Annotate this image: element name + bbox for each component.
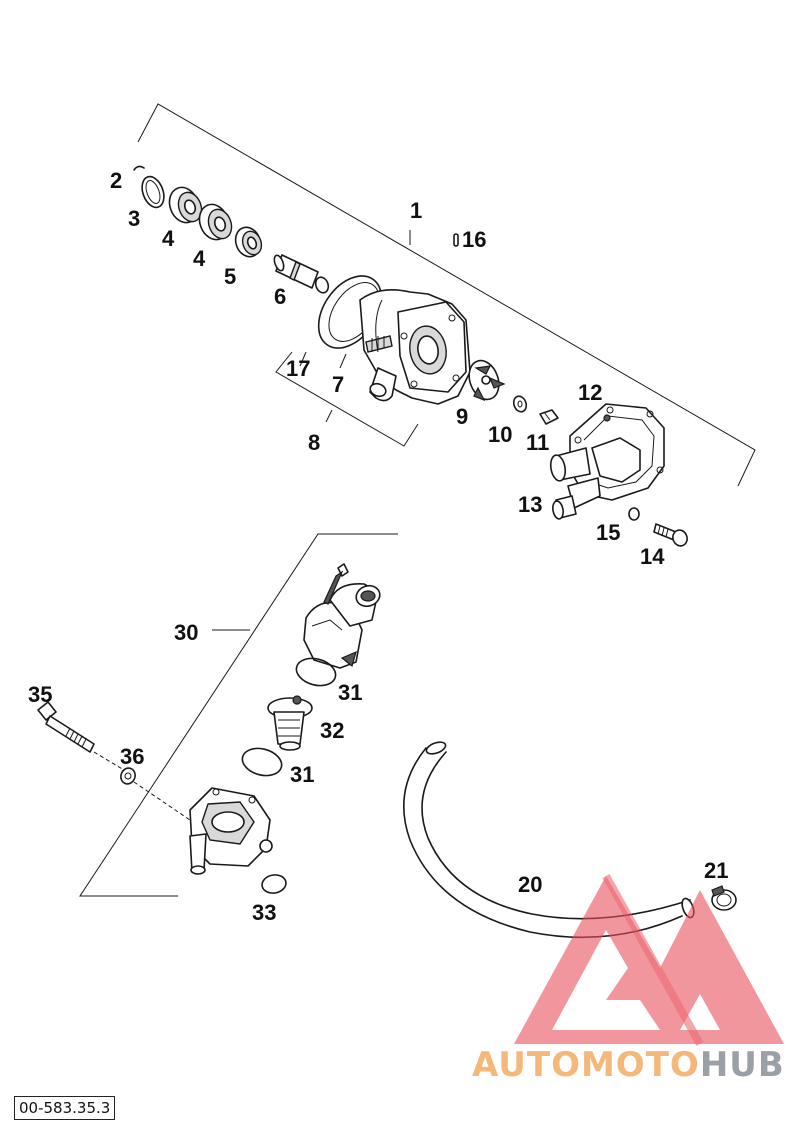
label-36: 36	[120, 744, 144, 769]
label-4b: 4	[193, 246, 206, 271]
label-33: 33	[252, 900, 276, 925]
oring-31a	[295, 657, 337, 687]
bracket-30	[79, 533, 398, 897]
label-4a: 4	[162, 226, 175, 251]
label-31a: 31	[338, 680, 362, 705]
thermostat-housing	[189, 787, 273, 875]
label-8: 8	[308, 430, 320, 455]
clamp-21	[711, 885, 737, 911]
oring-15	[628, 507, 640, 521]
pump-housing-7	[359, 289, 471, 405]
label-14: 14	[640, 544, 665, 569]
circlip-3	[141, 175, 165, 209]
label-7: 7	[332, 372, 344, 397]
circlip-2	[133, 165, 145, 171]
pin-16	[453, 233, 459, 247]
label-13: 13	[518, 492, 542, 517]
label-9: 9	[456, 404, 468, 429]
drawing-code: 00-583.35.3	[14, 1096, 116, 1120]
pipe-13	[552, 477, 601, 520]
label-20: 20	[518, 872, 542, 897]
label-10: 10	[488, 422, 512, 447]
label-31b: 31	[290, 762, 314, 787]
impeller-9	[468, 359, 506, 402]
label-11: 11	[526, 430, 549, 455]
label-17: 17	[286, 356, 310, 381]
label-12: 12	[578, 380, 602, 405]
watermark-text-part2: HUB	[699, 1045, 785, 1085]
bolt-14	[653, 523, 688, 547]
oring-31b	[241, 747, 283, 777]
bearing-4b	[198, 203, 233, 241]
bearing-4a	[168, 186, 203, 224]
watermark-text: AUTOMOTOHUB	[472, 1045, 785, 1085]
label-21: 21	[704, 858, 728, 883]
washer-36	[120, 767, 136, 785]
label-3: 3	[128, 206, 140, 231]
thermostat-32	[267, 695, 313, 751]
shaft-6	[273, 254, 330, 294]
thermostat-cover	[303, 563, 381, 669]
oring-33	[261, 874, 287, 894]
watermark-text-part1: AUTOMOTO	[472, 1045, 700, 1085]
label-2: 2	[110, 168, 122, 193]
watermark-logo	[514, 874, 784, 1046]
label-30: 30	[174, 620, 198, 645]
label-16: 16	[462, 227, 486, 252]
bracket-8	[275, 351, 419, 447]
label-15: 15	[596, 520, 620, 545]
label-32: 32	[320, 718, 344, 743]
washer-10	[512, 395, 528, 413]
label-5: 5	[224, 264, 236, 289]
label-1: 1	[410, 198, 422, 223]
nut-11	[539, 409, 559, 425]
pump-cover-12	[549, 403, 665, 501]
bracket-1	[137, 103, 756, 487]
bolt-35	[37, 701, 95, 753]
seal-5	[234, 226, 263, 258]
hose-20	[402, 741, 695, 939]
label-35: 35	[28, 682, 52, 707]
label-6: 6	[274, 284, 286, 309]
assembly-line	[93, 751, 191, 821]
